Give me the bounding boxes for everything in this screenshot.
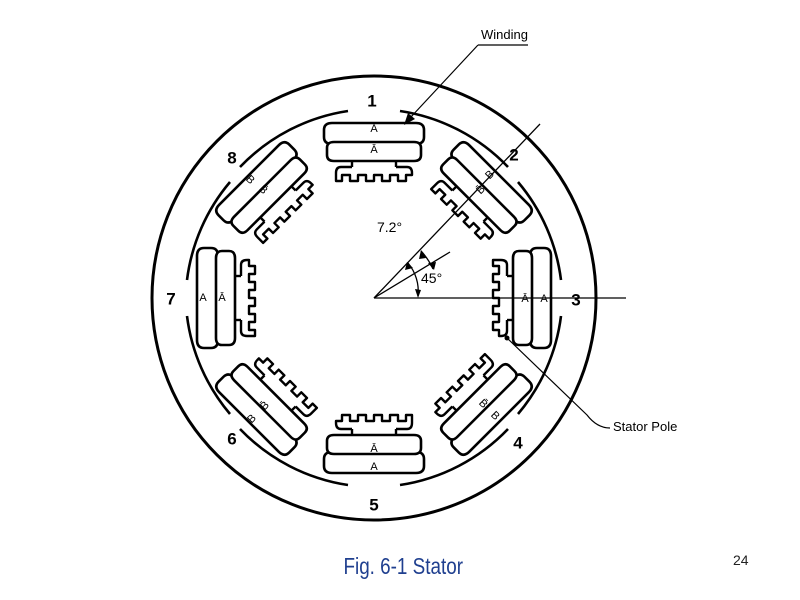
stator-pole-callout-label: Stator Pole <box>613 419 677 434</box>
angle-label-45: 45° <box>421 270 442 286</box>
coil-label-pole-5-outer: A <box>370 461 378 473</box>
pole-axis-45-line <box>373 123 541 299</box>
arc-arrow-45-bottom <box>415 289 421 298</box>
arc-arrow-7-2-a <box>419 250 426 259</box>
coil-label-pole-7-outer: A <box>199 292 207 304</box>
figure-caption: Fig. 6-1 Stator <box>343 553 463 579</box>
pole-number-7: 7 <box>166 290 175 309</box>
pole-number-1: 1 <box>367 92 376 111</box>
pole-number-3: 3 <box>571 291 580 310</box>
coil-label-pole-3-inner: Ā <box>521 293 529 305</box>
yoke-inner-boundary <box>185 109 563 487</box>
coil-label-pole-5-inner: Ā <box>370 443 378 455</box>
pole-number-5: 5 <box>369 496 378 515</box>
pole-number-8: 8 <box>227 149 236 168</box>
coil-label-pole-7-inner: Ā <box>218 292 226 304</box>
angle-label-7-2: 7.2° <box>377 219 402 235</box>
pole-number-2: 2 <box>509 146 518 165</box>
tooth-angle-line <box>373 251 451 299</box>
winding-callout-label: Winding <box>481 27 528 42</box>
pole-number-6: 6 <box>227 430 236 449</box>
winding-leader-line <box>409 44 479 119</box>
coil-label-pole-3-outer: A <box>540 293 548 305</box>
stator-pole-leader-dot <box>504 335 510 341</box>
coil-label-pole-1-outer: A <box>370 123 378 135</box>
slide-number: 24 <box>733 552 749 568</box>
winding-leader-arrow <box>404 113 415 125</box>
coil-label-pole-1-inner: Ā <box>370 144 378 156</box>
arc-arrow-45-top <box>405 262 413 270</box>
pole-number-4: 4 <box>513 434 523 453</box>
stator-pole-leader-line <box>506 337 611 429</box>
arc-arrow-7-2-b <box>428 262 436 270</box>
